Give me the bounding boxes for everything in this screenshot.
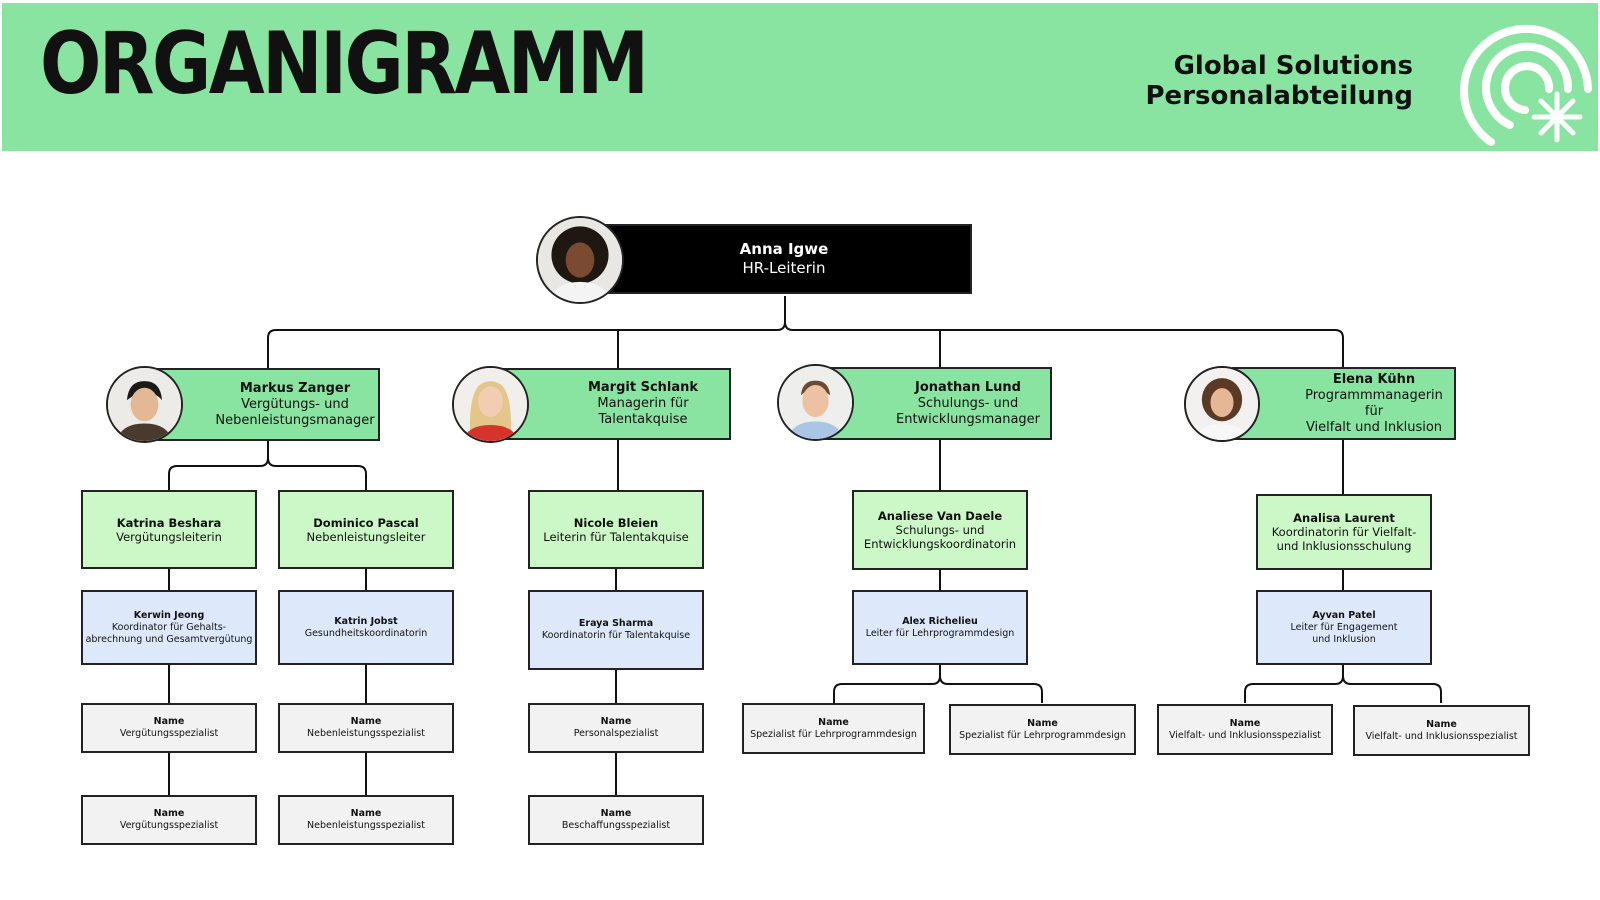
specialist-card: Name Beschaffungsspezialist bbox=[528, 795, 704, 845]
manager-role: Vergütungs- und bbox=[241, 396, 349, 412]
department-name: Personalabteilung bbox=[1145, 81, 1414, 111]
manager-role-cont: Vielfalt und Inklusion bbox=[1305, 419, 1443, 435]
specialist-name: Name bbox=[600, 808, 632, 819]
specialist-name: Name bbox=[1229, 717, 1261, 729]
specialist-role: Beschaffungsspezialist bbox=[561, 820, 671, 831]
coordinator-card: Alex Richelieu Leiter für Lehrprogrammde… bbox=[852, 590, 1028, 665]
head-role: HR-Leiterin bbox=[742, 259, 826, 277]
coordinator-name: Alex Richelieu bbox=[902, 615, 978, 627]
specialist-name: Name bbox=[1426, 718, 1457, 730]
specialist-card: Name Personalspezialist bbox=[528, 703, 704, 753]
specialist-name: Name bbox=[153, 716, 185, 727]
lead-role: Koordinatorin für Vielfalt- bbox=[1271, 525, 1417, 539]
specialist-role: Personalspezialist bbox=[573, 728, 659, 739]
manager-avatar bbox=[452, 366, 529, 443]
company-logo-icon bbox=[1460, 24, 1592, 146]
lead-name: Analiese Van Daele bbox=[877, 509, 1003, 523]
manager-role: Programmmanagerin für bbox=[1305, 387, 1443, 419]
manager-name: Margit Schlank bbox=[587, 380, 699, 395]
lead-role: Nebenleistungsleiter bbox=[306, 529, 426, 544]
specialist-card: Name Vergütungsspezialist bbox=[81, 795, 257, 845]
lead-name: Katrina Beshara bbox=[116, 515, 222, 530]
company-name: Global Solutions bbox=[1173, 51, 1413, 81]
lead-card: Nicole Bleien Leiterin für Talentakquise bbox=[528, 490, 704, 569]
lead-role-cont: und Inklusionsschulung bbox=[1276, 539, 1412, 553]
coordinator-name: Eraya Sharma bbox=[578, 618, 654, 629]
manager-avatar bbox=[106, 366, 183, 443]
specialist-name: Name bbox=[350, 716, 382, 727]
coordinator-role-cont: und Inklusion bbox=[1312, 633, 1376, 645]
lead-role: Leiterin für Talentakquise bbox=[543, 529, 689, 544]
manager-card: Margit Schlank Managerin für Talentakqui… bbox=[495, 368, 731, 440]
lead-role-cont: Entwicklungskoordinatorin bbox=[863, 537, 1017, 551]
specialist-role: Vergütungsspezialist bbox=[119, 728, 219, 739]
specialist-role: Vielfalt- und Inklusionsspezialist bbox=[1365, 730, 1518, 742]
coordinator-name: Kerwin Jeong bbox=[133, 609, 205, 621]
page-title: ORGANIGRAMM bbox=[40, 14, 649, 114]
coordinator-role: Koordinator für Gehalts- bbox=[111, 621, 227, 633]
lead-card: Analiese Van Daele Schulungs- und Entwic… bbox=[852, 490, 1028, 570]
specialist-card: Name Nebenleistungsspezialist bbox=[278, 795, 454, 845]
coordinator-name: Katrin Jobst bbox=[334, 615, 398, 627]
lead-name: Analisa Laurent bbox=[1293, 511, 1395, 525]
company-info: Global Solutions Personalabteilung bbox=[1146, 51, 1414, 111]
header-banner: ORGANIGRAMM Global Solutions Personalabt… bbox=[2, 3, 1598, 151]
lead-card: Analisa Laurent Koordinatorin für Vielfa… bbox=[1256, 494, 1432, 570]
manager-role: Managerin für Talentakquise bbox=[597, 396, 689, 427]
manager-role-cont: Entwicklungsmanager bbox=[895, 411, 1040, 427]
lead-card: Dominico Pascal Nebenleistungsleiter bbox=[278, 490, 454, 569]
lead-card: Katrina Beshara Vergütungsleiterin bbox=[81, 490, 257, 569]
head-card: Anna Igwe HR-Leiterin bbox=[596, 224, 972, 294]
manager-role: Schulungs- und bbox=[917, 395, 1019, 411]
manager-card: Markus Zanger Vergütungs- und Nebenleist… bbox=[150, 368, 380, 441]
specialist-card: Name Nebenleistungsspezialist bbox=[278, 703, 454, 753]
specialist-name: Name bbox=[1027, 717, 1058, 729]
coordinator-role-cont: abrechnung und Gesamtvergütung bbox=[85, 633, 253, 645]
coordinator-role: Leiter für Lehrprogrammdesign bbox=[865, 627, 1015, 639]
manager-avatar bbox=[777, 364, 854, 441]
specialist-name: Name bbox=[153, 808, 185, 819]
lead-role: Schulungs- und bbox=[895, 523, 985, 537]
coordinator-card: Kerwin Jeong Koordinator für Gehalts- ab… bbox=[81, 590, 257, 665]
manager-name: Jonathan Lund bbox=[915, 379, 1021, 395]
specialist-role: Spezialist für Lehrprogrammdesign bbox=[959, 729, 1126, 741]
lead-name: Nicole Bleien bbox=[573, 515, 659, 530]
manager-card: Elena Kühn Programmmanagerin für Vielfal… bbox=[1232, 367, 1456, 440]
specialist-role: Vielfalt- und Inklusionsspezialist bbox=[1168, 729, 1322, 741]
specialist-card: Name Vergütungsspezialist bbox=[81, 703, 257, 753]
coordinator-card: Ayvan Patel Leiter für Engagement und In… bbox=[1256, 590, 1432, 665]
coordinator-name: Ayvan Patel bbox=[1312, 609, 1376, 621]
specialist-role: Nebenleistungsspezialist bbox=[307, 728, 425, 739]
specialist-card: Name Spezialist für Lehrprogrammdesign bbox=[742, 703, 925, 754]
lead-name: Dominico Pascal bbox=[313, 515, 419, 530]
specialist-role: Nebenleistungsspezialist bbox=[307, 820, 425, 831]
manager-name: Markus Zanger bbox=[239, 380, 351, 396]
specialist-name: Name bbox=[350, 808, 382, 819]
specialist-role: Vergütungsspezialist bbox=[119, 820, 219, 831]
coordinator-role: Leiter für Engagement bbox=[1290, 621, 1398, 633]
specialist-name: Name bbox=[818, 716, 849, 728]
specialist-card: Name Vielfalt- und Inklusionsspezialist bbox=[1157, 704, 1333, 755]
specialist-card: Name Spezialist für Lehrprogrammdesign bbox=[949, 704, 1136, 755]
manager-avatar bbox=[1184, 366, 1260, 442]
manager-role-cont: Nebenleistungsmanager bbox=[215, 412, 375, 428]
head-avatar bbox=[536, 216, 624, 304]
coordinator-card: Eraya Sharma Koordinatorin für Talentakq… bbox=[528, 590, 704, 670]
specialist-name: Name bbox=[600, 716, 632, 727]
coordinator-role: Gesundheitskoordinatorin bbox=[304, 627, 428, 639]
specialist-card: Name Vielfalt- und Inklusionsspezialist bbox=[1353, 705, 1530, 756]
coordinator-card: Katrin Jobst Gesundheitskoordinatorin bbox=[278, 590, 454, 665]
specialist-role: Spezialist für Lehrprogrammdesign bbox=[750, 728, 917, 740]
manager-card: Jonathan Lund Schulungs- und Entwicklung… bbox=[824, 367, 1052, 440]
coordinator-role: Koordinatorin für Talentakquise bbox=[541, 630, 691, 641]
lead-role: Vergütungsleiterin bbox=[116, 529, 222, 544]
head-name: Anna Igwe bbox=[739, 240, 829, 258]
manager-name: Elena Kühn bbox=[1332, 371, 1416, 387]
